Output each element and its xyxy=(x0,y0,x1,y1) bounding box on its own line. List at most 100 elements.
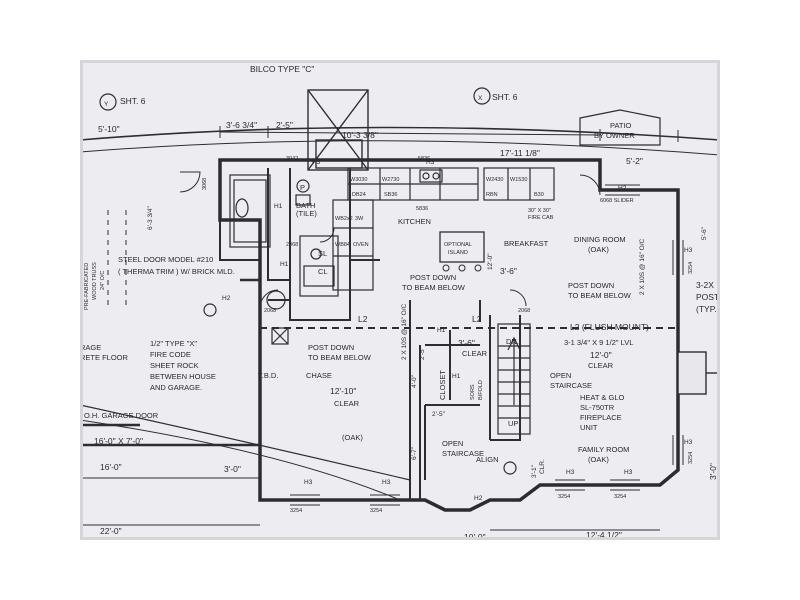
tag-h3-a: H3 xyxy=(304,479,313,486)
open-stair-l-2: STAIRCASE xyxy=(442,449,484,458)
garage-1: RAGE xyxy=(80,343,101,352)
patio-label: PATIO xyxy=(610,121,632,130)
dim-6-7: 6'-7" xyxy=(411,446,418,460)
r-3-0: 3'-0" xyxy=(708,463,718,480)
tag-h3-g: H3 xyxy=(312,159,321,166)
closet-label: CLOSET xyxy=(438,370,447,400)
steel-door-1: STEEL DOOR MODEL #210 xyxy=(118,255,213,264)
fireplace-1: HEAT & GLO xyxy=(580,393,624,402)
tag-h2-c: H2 xyxy=(474,495,483,502)
tag-6068: 6068 SLIDER xyxy=(600,198,634,204)
door-swings xyxy=(179,171,601,309)
tag-5836: 5836 xyxy=(418,156,430,162)
dim-17-11: 17'-11 1/8" xyxy=(500,148,540,158)
fireplace-3: FIREPLACE xyxy=(580,413,622,422)
bifold-1: SORS xyxy=(470,384,476,400)
family-label: FAMILY ROOM xyxy=(578,445,629,454)
tag-h3-f: H3 xyxy=(684,439,693,446)
dim-5-10: 5'-10" xyxy=(98,124,120,134)
dim-5-2: 5'-2" xyxy=(626,156,643,166)
dim-2-5v: 2'-5" xyxy=(419,346,426,360)
post-right-2: TO BEAM BELOW xyxy=(568,291,632,300)
right-cut-2: POST xyxy=(696,292,719,302)
fire-3: SHEET ROCK xyxy=(150,361,199,370)
l2-flush: L2 (FLUSH MOUNT) xyxy=(570,322,649,332)
fire-4: BETWEEN HOUSE xyxy=(150,372,216,381)
truss-3: 24" O/C xyxy=(100,271,106,290)
dim-clr: CLR. xyxy=(539,459,546,474)
b-10: 10'-0" xyxy=(464,532,486,540)
fireplace-2: SL-750TR xyxy=(580,403,615,412)
dining-floor: (OAK) xyxy=(588,245,609,254)
fireplace-4: UNIT xyxy=(580,423,598,432)
clear-stair: CLEAR xyxy=(462,349,488,358)
cab-c13: 5836 xyxy=(416,206,428,212)
truss-1: PRE-FABRICATED xyxy=(84,263,90,310)
cab-c2: W2730 xyxy=(382,177,399,183)
y-ref: Y xyxy=(104,101,109,108)
dim-3-1: 3'-1" xyxy=(531,464,538,478)
blueprint-photo: BILCO TYPE "C" Y SHT. 6 X SHT. 6 5'-10" … xyxy=(80,60,720,540)
tag-2068c: 2068 xyxy=(518,308,530,314)
cab-c10: WB84 xyxy=(335,242,350,248)
g-22: 22'-0" xyxy=(100,526,122,536)
joist-right: 2 X 10S @ 16" O/C xyxy=(639,238,646,295)
exterior-walls xyxy=(218,158,680,512)
tag-3042: 3042 xyxy=(286,156,298,162)
tag-h3-c: H3 xyxy=(566,469,575,476)
fire-2: FIRE CODE xyxy=(150,350,191,359)
tag-2068a: 2068 xyxy=(264,308,276,314)
x-ref: X xyxy=(478,95,483,102)
bath-label: BATH xyxy=(296,201,315,210)
bath-fixtures xyxy=(229,174,339,297)
tag-h2-b: H2 xyxy=(618,185,627,192)
dim-5-6: 5'-6" xyxy=(701,226,708,240)
dim-10-3: 10'-3 3/8" xyxy=(342,130,378,140)
cab-c1: W3030 xyxy=(350,177,367,183)
tag-h2-a: H2 xyxy=(222,295,231,302)
g-3: 3'-0" xyxy=(224,464,241,474)
cab-c5: DB24 xyxy=(352,192,366,198)
lvl: 3-1 3/4" X 9 1/2" LVL xyxy=(564,338,633,347)
roof-line xyxy=(80,126,720,141)
staircase xyxy=(497,323,531,435)
bifold-2: BIFOLD xyxy=(478,380,484,400)
tag-3068: 3068 xyxy=(202,178,208,190)
interior-walls xyxy=(219,168,521,500)
tag-h1-b: H1 xyxy=(280,261,289,268)
chase xyxy=(271,327,289,345)
dim-2-5h: 2'-5" xyxy=(432,411,446,418)
post-right-1: POST DOWN xyxy=(568,281,614,290)
tag-h1-d: H1 xyxy=(452,373,461,380)
kitchen-island xyxy=(439,231,485,263)
clear-family: CLEAR xyxy=(588,361,614,370)
fire-1: 1/2" TYPE "X" xyxy=(150,339,197,348)
joist-mid: 2 X 10S @ 16" O/C xyxy=(401,303,408,360)
cab-c15: FIRE CAB xyxy=(528,215,554,221)
stair-dn: DN. xyxy=(506,337,519,346)
cab-c14: 30" X 30" xyxy=(528,208,551,214)
x-sheet: SHT. 6 xyxy=(492,92,518,102)
cab-c7: B30 xyxy=(534,192,544,198)
bilco-label: BILCO TYPE "C" xyxy=(250,64,314,74)
island-1: OPTIONAL xyxy=(444,242,472,248)
dim-12-0b: 12'-0" xyxy=(590,350,612,360)
dim-12-0a: 12'-0" xyxy=(487,253,494,270)
g-size: 16'-0" X 7'-0" xyxy=(94,436,143,446)
b-12-4: 12'-4 1/2" xyxy=(586,530,622,540)
post-left-1: POST DOWN xyxy=(308,343,354,352)
fireplace xyxy=(677,351,707,395)
dim-3-6: 3'-6" xyxy=(458,338,475,348)
y-sheet: SHT. 6 xyxy=(120,96,146,106)
cl-label: CL xyxy=(318,267,328,276)
window-marks xyxy=(290,184,684,506)
tag-h1-c: H1 xyxy=(437,327,446,334)
dining-label: DINING ROOM xyxy=(574,235,626,244)
tag-3254e: 3254 xyxy=(688,262,694,274)
patio-owner: BY OWNER xyxy=(594,131,635,140)
open-stair-r-2: STAIRCASE xyxy=(550,381,592,390)
stair-up: UP xyxy=(508,419,518,428)
right-cut-1: 3-2X xyxy=(696,280,714,290)
kitchen-label: KITCHEN xyxy=(398,217,431,226)
tag-h1-a: H1 xyxy=(274,203,283,210)
